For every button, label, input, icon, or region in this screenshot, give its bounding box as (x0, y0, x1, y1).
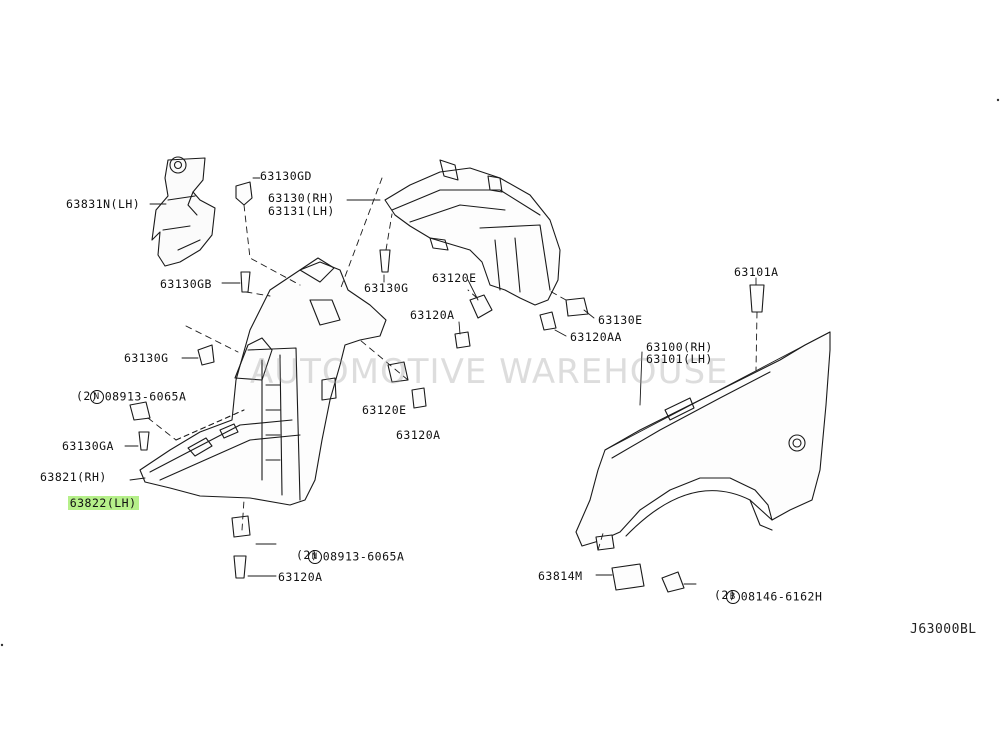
nut-bottom-qty: (2) (296, 548, 319, 562)
label-63100-rh: 63100(RH) (646, 340, 713, 354)
label-63821-rh: 63821(RH) (40, 470, 107, 484)
label-63130g-left: 63130G (124, 351, 169, 365)
label-63101-lh: 63101(LH) (646, 352, 713, 366)
label-63120aa: 63120AA (570, 330, 622, 344)
diagram-code: J63000BL (910, 622, 977, 637)
bolt-qty: (2) (714, 588, 737, 602)
bolt-marker-b: B (725, 590, 740, 604)
nut-left-qty: (2) (76, 389, 99, 403)
nut-left-code: 08913-6065A (104, 389, 187, 404)
frame-markers (0, 98, 1000, 647)
label-63130ga: 63130GA (62, 439, 114, 453)
highlighted-part-number: 63822(LH) (67, 496, 139, 510)
label-63130g-top: 63130G (364, 281, 409, 295)
label-63831n: 63831N(LH) (66, 197, 141, 211)
guide-lines (147, 177, 758, 551)
label-63131-lh: 63131(LH) (268, 204, 335, 218)
label-63120a-top: 63120A (410, 308, 455, 322)
mud-guard-part (151, 156, 216, 267)
label-63120a-bottom: 63120A (278, 570, 323, 584)
nut-marker-n-bottom: N (307, 550, 322, 564)
front-fender-part (575, 331, 831, 547)
label-63130-rh: 63130(RH) (268, 191, 335, 205)
label-63814m: 63814M (538, 569, 583, 583)
label-63130e: 63130E (598, 313, 643, 327)
label-63120e-mid: 63120E (362, 403, 407, 417)
rear-liner-part (384, 159, 561, 306)
leader-lines (124, 177, 757, 585)
fasteners (129, 181, 765, 593)
nut-bottom-code: 08913-6065A (322, 549, 405, 564)
label-63130gb: 63130GB (160, 277, 212, 291)
label-63101a: 63101A (734, 265, 779, 279)
watermark: AUTOMOTIVE WAREHOUSE (250, 352, 729, 392)
label-63120a-mid: 63120A (396, 428, 441, 442)
label-63822-lh: 63822(LH) (38, 484, 139, 523)
fender-liner-part (139, 257, 387, 506)
nut-marker-n: N (89, 390, 104, 404)
bolt-code: 08146-6162H (740, 589, 823, 604)
label-63120e-top: 63120E (432, 271, 477, 285)
label-63130gd: 63130GD (260, 169, 312, 183)
